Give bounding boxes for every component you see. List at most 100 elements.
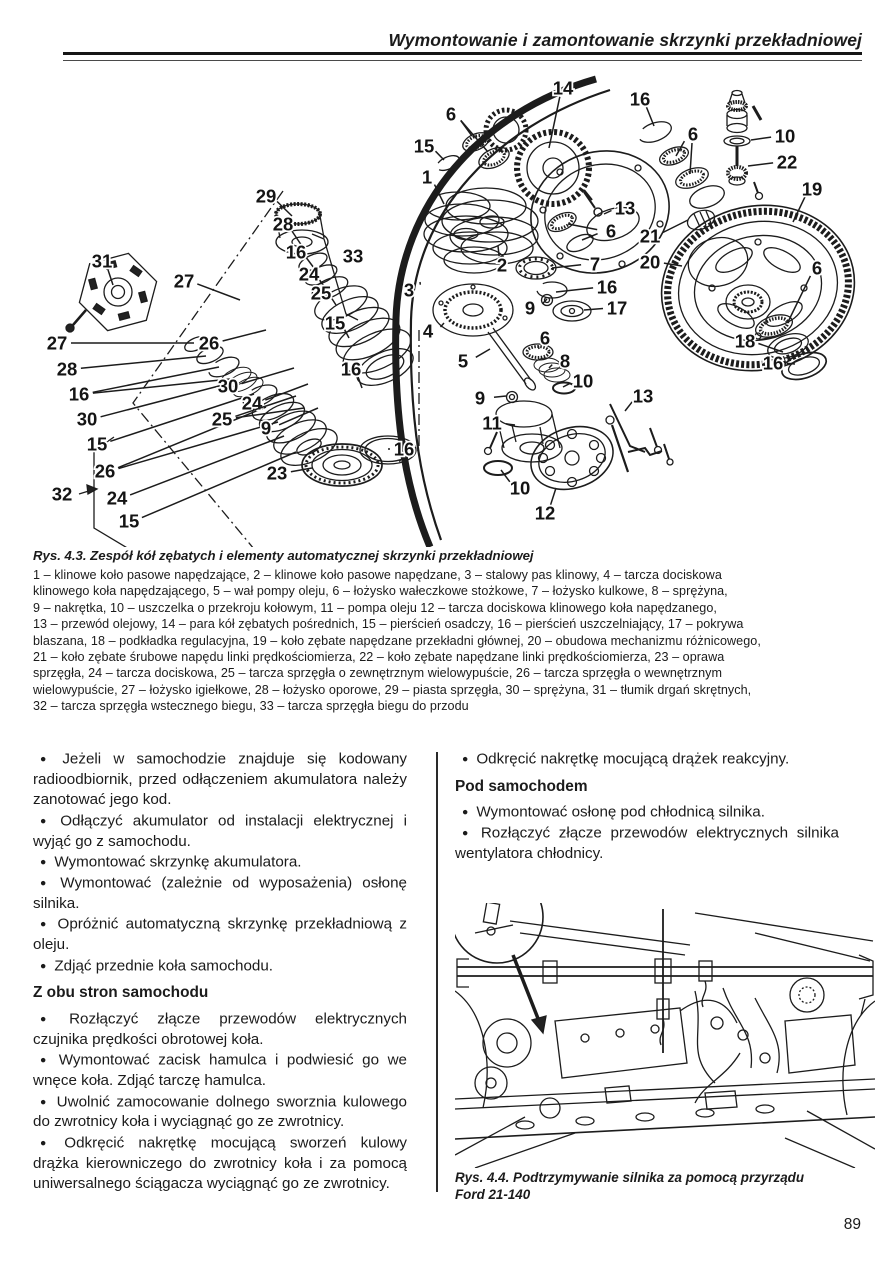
label-leader-line	[548, 96, 561, 149]
part-number-label: 23	[267, 463, 288, 484]
part-number-label: 25	[212, 409, 233, 430]
part-number-label: 16	[286, 242, 307, 263]
legend-line: 32 – tarcza sprzęgła wstecznego biegu, 3…	[33, 699, 469, 714]
part-number-label: 26	[95, 461, 116, 482]
shaft-5	[487, 327, 537, 391]
speedometer-shaft	[723, 89, 764, 201]
part-number-label: 16	[69, 384, 90, 405]
legend-line: wielowypuście, 27 – łożysko igiełkowe, 2…	[33, 682, 752, 697]
figure-4-3-exploded-diagram: 3127281630152632241529281624252726153330…	[45, 75, 856, 547]
bullet-icon: ●	[40, 1054, 51, 1067]
bullet-icon: ●	[40, 1095, 49, 1108]
bullet-item: ●Wymontować zacisk hamulca i podwiesić g…	[33, 1051, 408, 1090]
bearing-7-group	[515, 256, 592, 322]
bullet-icon: ●	[40, 959, 47, 972]
label-leader-line	[141, 451, 297, 519]
label-leader-line	[439, 322, 445, 328]
label-leader-line	[689, 142, 693, 175]
label-leader-line	[197, 283, 241, 301]
label-leader-line	[505, 423, 516, 426]
label-leader-line	[662, 219, 689, 234]
label-leader-line	[331, 298, 337, 306]
part-number-label: 15	[414, 136, 435, 157]
part-number-label: 19	[802, 179, 823, 200]
label-leader-line	[265, 383, 309, 401]
label-leader-line	[493, 395, 507, 399]
clutch-housing-23	[301, 435, 417, 487]
label-leader-line	[290, 467, 313, 473]
legend-line: 21 – koło zębate śrubowe napędu linki pr…	[33, 650, 725, 665]
part-number-label: 27	[47, 333, 68, 354]
bullet-icon: ●	[40, 1012, 62, 1025]
label-leader-line	[792, 196, 806, 223]
part-number-label: 15	[119, 511, 140, 532]
label-leader-line	[500, 469, 511, 483]
part-number-label: 5	[458, 351, 468, 372]
bullet-item: ●Wymontować skrzynkę akumulatora.	[33, 852, 407, 873]
page-number: 89	[843, 1216, 861, 1233]
section-heading: Z obu stron samochodu	[33, 984, 209, 1002]
oil-pump-11	[483, 400, 563, 463]
bullet-item: ●Uwolnić zamocowanie dolnego sworznia ku…	[33, 1093, 408, 1131]
bullet-item: ●Wymontować osłonę pod chłodnicą silnika…	[455, 802, 839, 823]
engine-parts	[474, 977, 856, 1119]
label-leader-line	[537, 345, 540, 350]
label-leader-line	[235, 407, 305, 419]
part-number-label: 9	[525, 298, 535, 319]
part-number-label: 21	[640, 226, 661, 247]
part-number-label: 9	[475, 388, 485, 409]
label-leader-line	[747, 162, 774, 167]
bullet-item: ●Opróżnić automatyczną skrzynkę przekład…	[33, 915, 407, 954]
part-number-label: 25	[311, 283, 332, 304]
bracket-33	[311, 233, 359, 321]
part-number-label: 30	[77, 409, 98, 430]
bullet-icon: ●	[40, 876, 53, 889]
label-leader-line	[241, 367, 295, 385]
bullet-icon: ●	[40, 1136, 57, 1149]
part-number-label: 12	[535, 503, 556, 524]
label-leader-line	[645, 106, 655, 127]
oring-10	[483, 460, 513, 476]
figure-caption-title: Rys. 4.3. Zespół kół zębatych i elementy…	[33, 548, 534, 563]
part-number-label: 14	[553, 78, 574, 99]
label-leader-line	[343, 329, 350, 339]
gear-pair-14	[436, 107, 592, 207]
housing-plate	[530, 150, 670, 274]
pulley-2	[441, 187, 539, 265]
label-leader-line	[107, 268, 114, 286]
part-number-label: 11	[482, 413, 502, 434]
label-leader-line	[758, 342, 784, 353]
part-number-label: 10	[510, 478, 531, 499]
legend-line: 1 – klinowe koło pasowe napędzające, 2 –…	[33, 568, 722, 582]
bullet-item: ●Rozłączyć złącze przewodów elektrycznyc…	[33, 1010, 408, 1048]
label-leader-line	[80, 355, 207, 369]
label-leader-line	[118, 421, 279, 470]
label-leader-line	[305, 257, 315, 269]
part-number-label: 10	[573, 371, 594, 392]
steel-belt-3	[392, 75, 611, 547]
clutch-hub-29-stack	[274, 202, 414, 386]
bullet-icon: ●	[462, 806, 469, 819]
legend-line: blaszana, 18 – podkładka regulacyjna, 19…	[33, 633, 761, 648]
bullet-item: ●Odkręcić nakrętkę mocującą drążek reakc…	[455, 749, 839, 770]
label-leader-line	[750, 136, 772, 141]
part-number-label: 28	[57, 359, 78, 380]
label-leader-line	[110, 393, 255, 443]
figure-caption-line: Rys. 4.4. Podtrzymywanie silnika za pomo…	[455, 1170, 805, 1185]
label-leader-line	[555, 287, 594, 293]
part-number-label: 10	[775, 126, 796, 147]
label-leader-line	[562, 382, 570, 388]
dashdot-boundary-left	[132, 190, 284, 547]
plate-12	[530, 425, 614, 491]
support-bar	[456, 909, 874, 1053]
damper-31	[65, 252, 158, 333]
figure-caption-line: Ford 21-140	[455, 1187, 531, 1202]
part-number-label: 33	[343, 246, 364, 267]
part-number-label: 6	[688, 124, 698, 145]
part-number-label: 24	[299, 264, 320, 285]
part-number-label: 3	[404, 280, 414, 301]
text-column-right: ●Odkręcić nakrętkę mocującą drążek reakc…	[455, 749, 839, 865]
text-column-left: ●Jeżeli w samochodzie znajduje się kodow…	[33, 749, 407, 1195]
part-number-label: 6	[446, 104, 456, 125]
